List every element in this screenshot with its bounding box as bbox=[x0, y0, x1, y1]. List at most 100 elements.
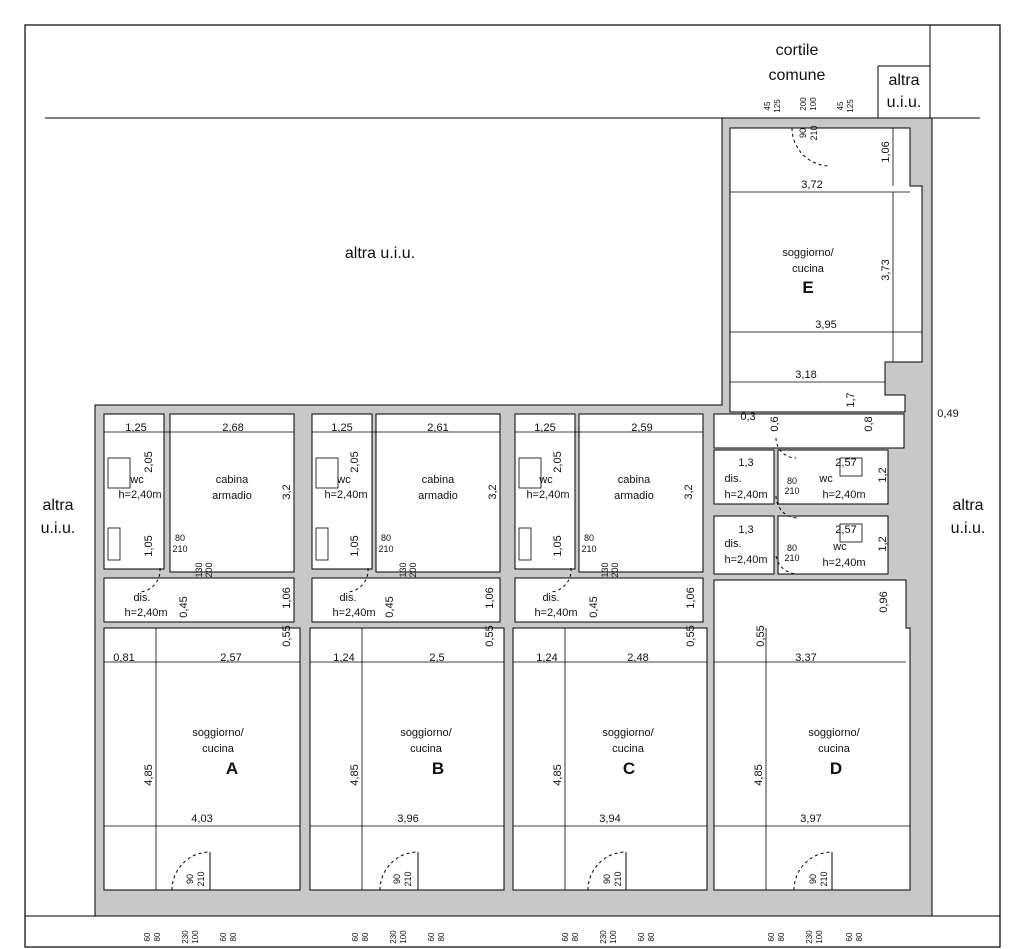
svg-text:80: 80 bbox=[787, 543, 797, 553]
svg-text:130: 130 bbox=[398, 562, 408, 577]
unit-b-labels: cabina armadio wc h=2,40m dis. h=2,40m s… bbox=[324, 422, 499, 944]
svg-text:1,05: 1,05 bbox=[349, 535, 361, 556]
svg-text:1,3: 1,3 bbox=[738, 457, 753, 469]
svg-text:2,5: 2,5 bbox=[429, 652, 444, 664]
unit-d-labels: soggiorno/ cucina D 3,97 3,37 4,85 0,55 … bbox=[753, 591, 890, 943]
svg-text:200: 200 bbox=[610, 562, 620, 577]
svg-text:armadio: armadio bbox=[614, 490, 654, 502]
svg-text:0,45: 0,45 bbox=[384, 596, 396, 617]
svg-text:cucina: cucina bbox=[818, 743, 851, 755]
dimension-lines bbox=[104, 128, 922, 890]
svg-text:100: 100 bbox=[809, 97, 818, 111]
svg-text:100: 100 bbox=[191, 930, 200, 944]
svg-text:2,59: 2,59 bbox=[631, 422, 652, 434]
svg-text:wc: wc bbox=[129, 474, 144, 486]
svg-text:cabina: cabina bbox=[618, 474, 651, 486]
svg-text:1,06: 1,06 bbox=[281, 587, 293, 608]
svg-text:80: 80 bbox=[647, 932, 656, 941]
svg-text:90: 90 bbox=[808, 874, 818, 884]
altra-center: altra u.i.u. bbox=[345, 245, 415, 262]
svg-text:2,68: 2,68 bbox=[222, 422, 243, 434]
svg-text:3,73: 3,73 bbox=[880, 259, 892, 280]
svg-text:h=2,40m: h=2,40m bbox=[822, 489, 865, 501]
svg-text:230: 230 bbox=[181, 930, 190, 944]
altra-left-1: altra bbox=[42, 497, 73, 514]
unit-d-services bbox=[713, 413, 911, 891]
svg-text:2,57: 2,57 bbox=[835, 457, 856, 469]
svg-text:1,25: 1,25 bbox=[534, 422, 555, 434]
svg-text:0,55: 0,55 bbox=[484, 625, 496, 646]
svg-text:80: 80 bbox=[855, 932, 864, 941]
svg-text:wc: wc bbox=[538, 474, 553, 486]
svg-text:210: 210 bbox=[613, 871, 623, 886]
svg-text:dis.: dis. bbox=[133, 592, 150, 604]
svg-text:cucina: cucina bbox=[792, 263, 825, 275]
svg-text:h=2,40m: h=2,40m bbox=[822, 557, 865, 569]
svg-text:2,05: 2,05 bbox=[552, 451, 564, 472]
svg-text:0,8: 0,8 bbox=[863, 416, 875, 431]
svg-text:1,7: 1,7 bbox=[845, 392, 857, 407]
svg-text:cucina: cucina bbox=[612, 743, 645, 755]
svg-text:2,05: 2,05 bbox=[349, 451, 361, 472]
svg-text:100: 100 bbox=[399, 930, 408, 944]
svg-text:1,2: 1,2 bbox=[877, 536, 889, 551]
svg-text:1,25: 1,25 bbox=[125, 422, 146, 434]
svg-text:45: 45 bbox=[763, 101, 772, 110]
unit-c bbox=[512, 413, 708, 891]
svg-text:soggiorno/: soggiorno/ bbox=[808, 727, 860, 739]
svg-text:1,24: 1,24 bbox=[536, 652, 557, 664]
svg-text:125: 125 bbox=[773, 99, 782, 113]
svg-text:60: 60 bbox=[143, 932, 152, 941]
svg-text:0,6: 0,6 bbox=[769, 416, 781, 431]
svg-text:210: 210 bbox=[196, 871, 206, 886]
unit-a-labels: cabina armadio wc h=2,40m dis. h=2,40m s… bbox=[113, 422, 293, 944]
svg-text:60: 60 bbox=[845, 932, 854, 941]
svg-text:h=2,40m: h=2,40m bbox=[124, 607, 167, 619]
svg-text:100: 100 bbox=[815, 930, 824, 944]
unit-letter-b: B bbox=[432, 759, 444, 778]
svg-text:h=2,40m: h=2,40m bbox=[534, 607, 577, 619]
svg-text:0,45: 0,45 bbox=[178, 596, 190, 617]
svg-text:wc: wc bbox=[832, 541, 847, 553]
svg-text:4,85: 4,85 bbox=[143, 764, 155, 785]
svg-text:1,06: 1,06 bbox=[484, 587, 496, 608]
unit-e-labels: soggiorno/ cucina E 3,72 3,95 3,18 1,06 … bbox=[740, 97, 958, 432]
svg-text:h=2,40m: h=2,40m bbox=[324, 489, 367, 501]
courtyard-label-2: comune bbox=[769, 67, 826, 84]
svg-text:h=2,40m: h=2,40m bbox=[724, 489, 767, 501]
svg-text:4,85: 4,85 bbox=[349, 764, 361, 785]
svg-text:80: 80 bbox=[381, 533, 391, 543]
drawing-frame bbox=[24, 24, 1001, 948]
unit-letter-d: D bbox=[830, 759, 842, 778]
svg-text:armadio: armadio bbox=[212, 490, 252, 502]
svg-text:130: 130 bbox=[600, 562, 610, 577]
svg-text:cucina: cucina bbox=[202, 743, 235, 755]
svg-text:200: 200 bbox=[204, 562, 214, 577]
svg-text:h=2,40m: h=2,40m bbox=[724, 554, 767, 566]
svg-text:90: 90 bbox=[185, 874, 195, 884]
svg-text:60: 60 bbox=[351, 932, 360, 941]
svg-text:125: 125 bbox=[846, 99, 855, 113]
svg-text:60: 60 bbox=[767, 932, 776, 941]
svg-text:210: 210 bbox=[819, 871, 829, 886]
svg-text:2,57: 2,57 bbox=[835, 524, 856, 536]
svg-text:dis.: dis. bbox=[724, 473, 741, 485]
svg-text:60: 60 bbox=[637, 932, 646, 941]
svg-text:h=2,40m: h=2,40m bbox=[118, 489, 161, 501]
svg-text:80: 80 bbox=[437, 932, 446, 941]
altra-top-right-2: u.i.u. bbox=[887, 94, 922, 111]
svg-text:0,49: 0,49 bbox=[937, 408, 958, 420]
svg-text:2,61: 2,61 bbox=[427, 422, 448, 434]
svg-text:armadio: armadio bbox=[418, 490, 458, 502]
svg-text:45: 45 bbox=[836, 101, 845, 110]
svg-text:80: 80 bbox=[153, 932, 162, 941]
svg-text:130: 130 bbox=[194, 562, 204, 577]
door-swings bbox=[139, 127, 833, 891]
svg-text:210: 210 bbox=[403, 871, 413, 886]
svg-text:60: 60 bbox=[561, 932, 570, 941]
room-e-living bbox=[729, 127, 923, 413]
svg-text:200: 200 bbox=[799, 97, 808, 111]
svg-text:3,96: 3,96 bbox=[397, 813, 418, 825]
svg-text:4,85: 4,85 bbox=[753, 764, 765, 785]
